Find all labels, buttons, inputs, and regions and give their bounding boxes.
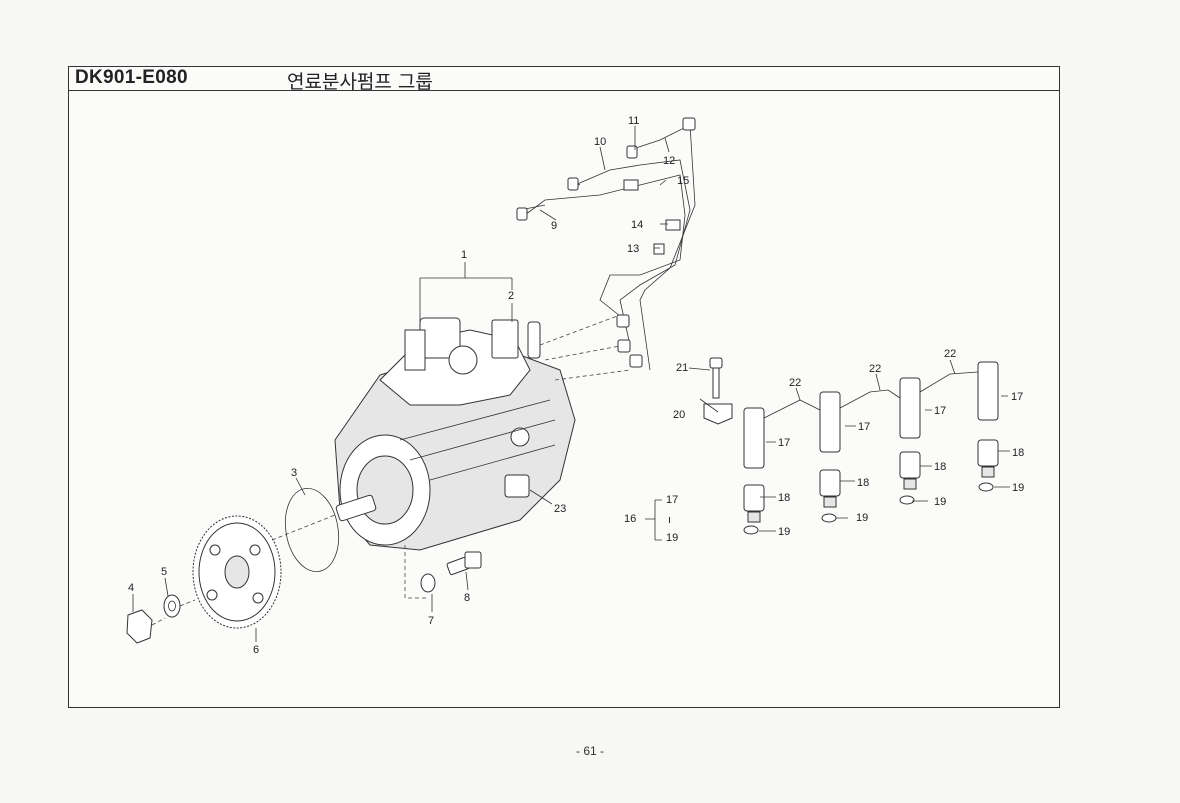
callout-number: 11 [628, 115, 639, 127]
callout-number: 21 [676, 362, 688, 374]
callout-number: 17 [666, 494, 678, 506]
callout-number: 22 [869, 363, 881, 375]
washer-7 [420, 573, 436, 593]
callout-number: 2 [508, 290, 514, 302]
pump-drive-gear [192, 515, 282, 629]
svg-text:ı: ı [668, 514, 671, 526]
fuel-injection-pipes [516, 117, 696, 371]
injection-pump-body [334, 317, 576, 551]
callout-number: 16 [624, 513, 636, 525]
diagram-title: 연료분사펌프 그룹 [287, 71, 433, 93]
callout-labels: 1 2 3 4 5 6 7 8 9 10 11 12 13 14 15 16 1… [128, 115, 1024, 656]
diagram-header: DK901-E080 연료분사펌프 그룹 [69, 67, 1059, 93]
callout-number: 5 [161, 566, 167, 578]
callout-number: 22 [944, 348, 956, 360]
callout-number: 18 [778, 492, 790, 504]
callout-number: 7 [428, 615, 434, 627]
callout-number: 18 [1012, 447, 1024, 459]
callout-number: 17 [778, 437, 790, 449]
callout-number: 19 [778, 526, 790, 538]
injector-clamp-bolt [703, 357, 733, 425]
callout-number: 20 [673, 409, 685, 421]
gasket-ring [284, 487, 340, 573]
washer-5 [163, 594, 181, 618]
callout-number: 14 [631, 219, 643, 231]
callout-number: 17 [858, 421, 870, 433]
callout-number: 19 [666, 532, 678, 544]
callout-number: 3 [291, 467, 297, 479]
callout-number: 19 [1012, 482, 1024, 494]
diagram-code: DK901-E080 [75, 67, 188, 88]
injection-nozzles [743, 361, 999, 535]
bolt-8 [446, 551, 482, 575]
callout-number: 10 [594, 136, 606, 148]
callout-number: 18 [857, 477, 869, 489]
page-number: - 61 - [575, 744, 604, 758]
callout-number: 22 [789, 377, 801, 389]
callout-number: 17 [1011, 391, 1023, 403]
callout-number: 19 [934, 496, 946, 508]
callout-number: 4 [128, 582, 134, 594]
callout-number: 13 [627, 243, 639, 255]
callout-number: 17 [934, 405, 946, 417]
nut [126, 609, 153, 644]
callout-number: 23 [554, 503, 566, 515]
callout-number: 19 [856, 512, 868, 524]
callout-number: 8 [464, 592, 470, 604]
callout-number: 1 [461, 249, 467, 261]
callout-number: 9 [551, 220, 557, 232]
callout-number: 6 [253, 644, 259, 656]
callout-number: 18 [934, 461, 946, 473]
callout-number: 12 [663, 155, 675, 167]
callout-number: 15 [677, 175, 689, 187]
